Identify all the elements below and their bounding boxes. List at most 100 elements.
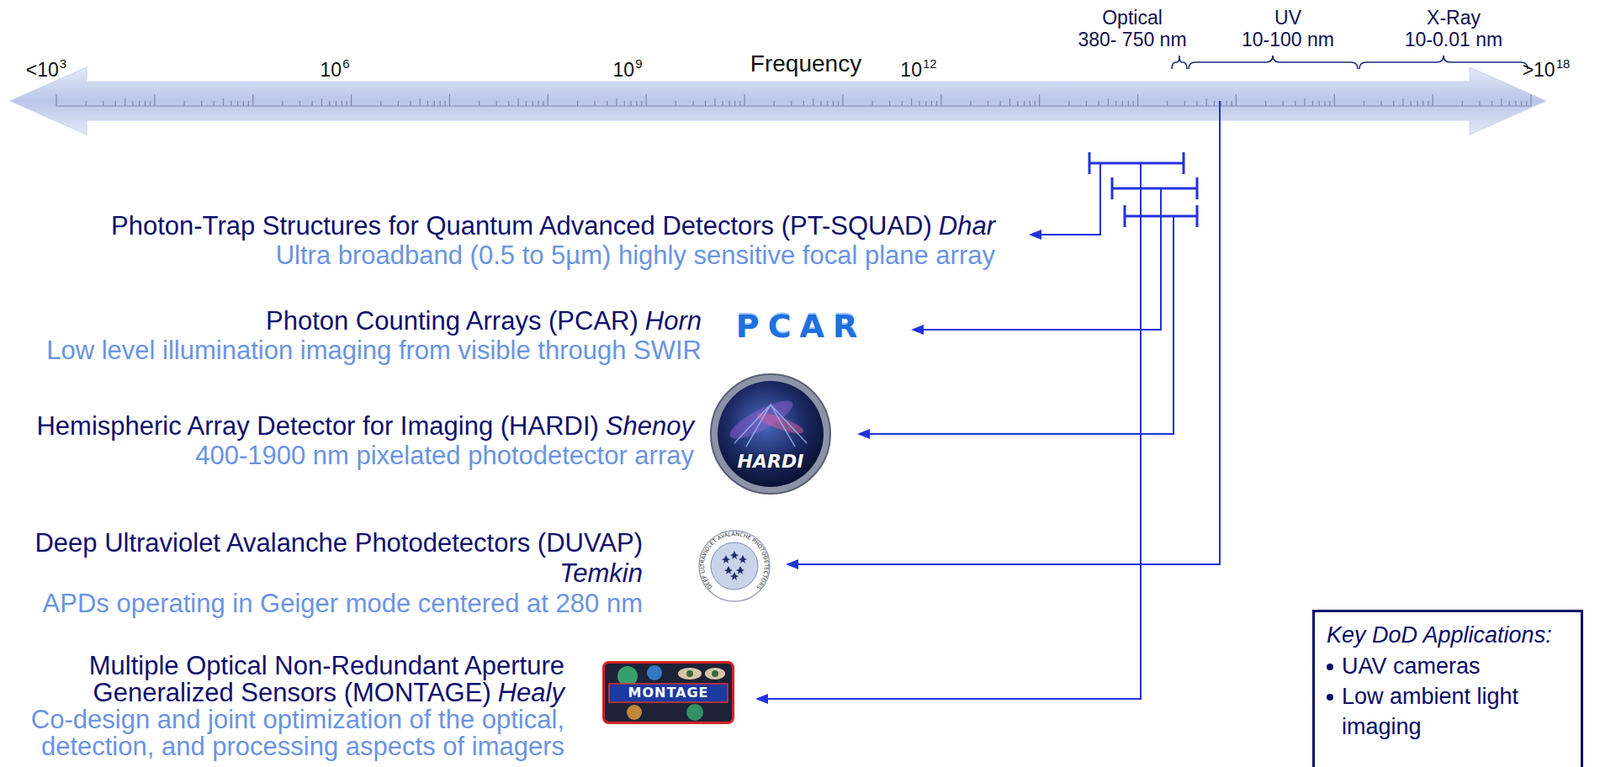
minor-tick [1462, 100, 1463, 106]
frequency-value: >1018 [1522, 58, 1571, 84]
minor-tick [931, 100, 933, 106]
minor-tick [1508, 100, 1510, 106]
minor-tick [1491, 100, 1493, 106]
minor-tick [409, 100, 411, 106]
minor-tick [1427, 100, 1429, 106]
uv-brace [1188, 55, 1358, 69]
arrowhead [755, 694, 769, 705]
frequency-base: 10 [613, 58, 636, 81]
minor-tick [1034, 100, 1036, 106]
range-braces [1171, 55, 1528, 69]
logo-eye [704, 667, 726, 680]
program-title-line: Deep Ultraviolet Avalanche Photodetector… [34, 528, 643, 589]
frequency-base: 10 [900, 58, 922, 81]
minor-tick [675, 100, 677, 106]
program-description: Hemispheric Array Detector for Imaging (… [36, 411, 695, 471]
axis-title: Frequency [750, 51, 862, 77]
logo-ring-text-holder: DEEP ULTRAVIOLET AVALANCHE PHOTODETECTOR… [699, 530, 770, 591]
logo-star [738, 555, 748, 564]
minor-tick [635, 100, 637, 106]
minor-tick [311, 100, 313, 106]
minor-tick [1402, 98, 1404, 106]
logo-star [721, 555, 731, 564]
box-heading: Key DoD Applications: [1326, 619, 1573, 652]
minor-tick [734, 100, 736, 106]
decade-tick [743, 94, 745, 106]
minor-tick [1023, 100, 1025, 106]
program-logo: MONTAGE [602, 661, 735, 725]
program-logo: HARDI [709, 372, 832, 496]
decade-tick [1432, 94, 1434, 106]
minor-tick [1265, 100, 1267, 106]
arrowhead [785, 559, 799, 570]
logo-eye [686, 670, 694, 678]
minor-tick [692, 100, 694, 106]
logo-blob [626, 704, 642, 721]
program-logo: PCAR [714, 309, 888, 344]
principal-investigator: Shenoy [605, 411, 695, 441]
minor-tick [496, 100, 498, 106]
minor-tick [1303, 98, 1305, 106]
hardi-logo-art [709, 372, 832, 496]
program-summary: Co-design and joint optimization of the … [9, 706, 565, 761]
minor-tick [1324, 100, 1325, 106]
minor-tick [722, 100, 724, 106]
program-title-line: Photon-Trap Structures for Quantum Advan… [111, 211, 996, 241]
minor-tick [837, 100, 839, 106]
bullet-dot [1326, 663, 1334, 671]
minor-tick [615, 98, 617, 106]
arrowhead [1028, 229, 1042, 240]
bullet-text: UAV cameras [1341, 651, 1481, 682]
frequency-base: <10 [26, 58, 59, 81]
minor-tick [1520, 100, 1522, 106]
principal-investigator: Horn [645, 306, 702, 336]
logo-eye [678, 667, 702, 680]
frequency-exponent: 9 [635, 56, 642, 71]
logo-ring [699, 530, 770, 602]
scale-ticks [56, 94, 1532, 106]
minor-tick [183, 100, 185, 106]
minor-tick [1329, 100, 1330, 106]
minor-tick [889, 100, 891, 106]
arrowhead [857, 429, 870, 440]
logo-text: HARDI [709, 450, 832, 474]
decade-tick [1038, 94, 1040, 106]
minor-tick [542, 100, 544, 106]
principal-investigator: Dhar [938, 211, 996, 241]
logo-star [730, 550, 739, 560]
minor-tick [704, 100, 706, 106]
minor-tick [1206, 98, 1208, 106]
program-logo: DEEP ULTRAVIOLET AVALANCHE PHOTODETECTOR… [698, 529, 771, 603]
logo-blob [646, 665, 663, 681]
program-title: Photon-Trap Structures for Quantum Advan… [111, 211, 933, 241]
band-label: X-Ray [1426, 6, 1481, 29]
minor-tick [537, 100, 539, 106]
minor-tick [832, 100, 834, 106]
program-description: Photon-Trap Structures for Quantum Advan… [111, 211, 996, 271]
minor-tick [1478, 100, 1480, 106]
leader-line [1039, 163, 1101, 235]
minor-tick [335, 100, 337, 106]
logo-star [736, 566, 745, 575]
minor-tick [321, 98, 323, 106]
minor-tick [397, 100, 399, 106]
minor-tick [1525, 100, 1527, 106]
logo-eye [711, 670, 719, 678]
minor-tick [872, 100, 874, 106]
program-summary: 400-1900 nm pixelated photodetector arra… [36, 440, 695, 471]
bullet-item: Low ambient light imaging [1326, 681, 1573, 742]
minor-tick [248, 100, 250, 106]
minor-tick [478, 100, 480, 106]
minor-tick [1225, 100, 1227, 106]
minor-tick [1133, 100, 1134, 106]
minor-tick [728, 100, 730, 106]
minor-tick [1097, 100, 1099, 106]
minor-tick [911, 98, 912, 106]
decade-tick [842, 94, 843, 106]
minor-tick [1282, 100, 1284, 106]
minor-tick [243, 100, 244, 106]
frequency-exponent: 6 [342, 56, 350, 71]
logo-blob [686, 704, 704, 721]
minor-tick [1515, 100, 1516, 106]
